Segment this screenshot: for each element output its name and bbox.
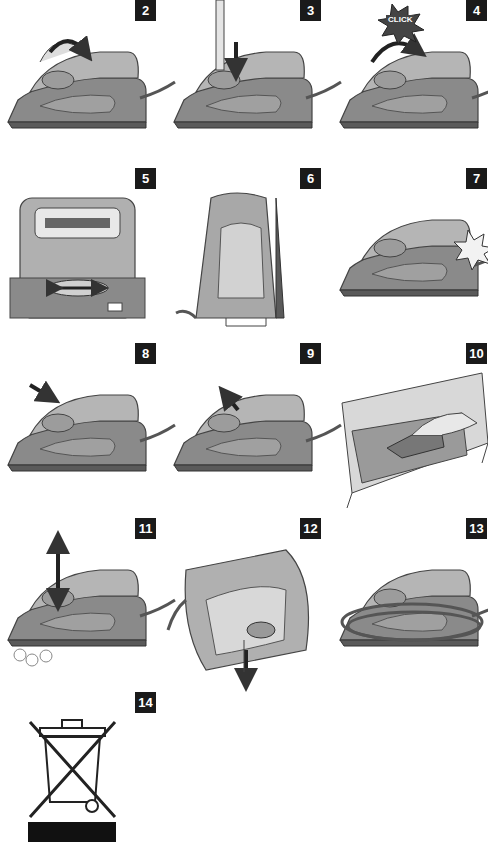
step-number: 2 — [135, 0, 156, 21]
step-number: 12 — [300, 518, 321, 539]
step-number: 14 — [135, 692, 156, 713]
step-number: 9 — [300, 343, 321, 364]
sound-label: CLICK — [386, 15, 414, 25]
step-number: 3 — [300, 0, 321, 21]
step-number: 11 — [135, 518, 156, 539]
step-number: 5 — [135, 168, 156, 189]
step-number: 6 — [300, 168, 321, 189]
step-number: 7 — [466, 168, 487, 189]
step-number: 10 — [466, 343, 487, 364]
step-number: 8 — [135, 343, 156, 364]
step-number: 13 — [466, 518, 487, 539]
step-number: 4 — [466, 0, 487, 21]
